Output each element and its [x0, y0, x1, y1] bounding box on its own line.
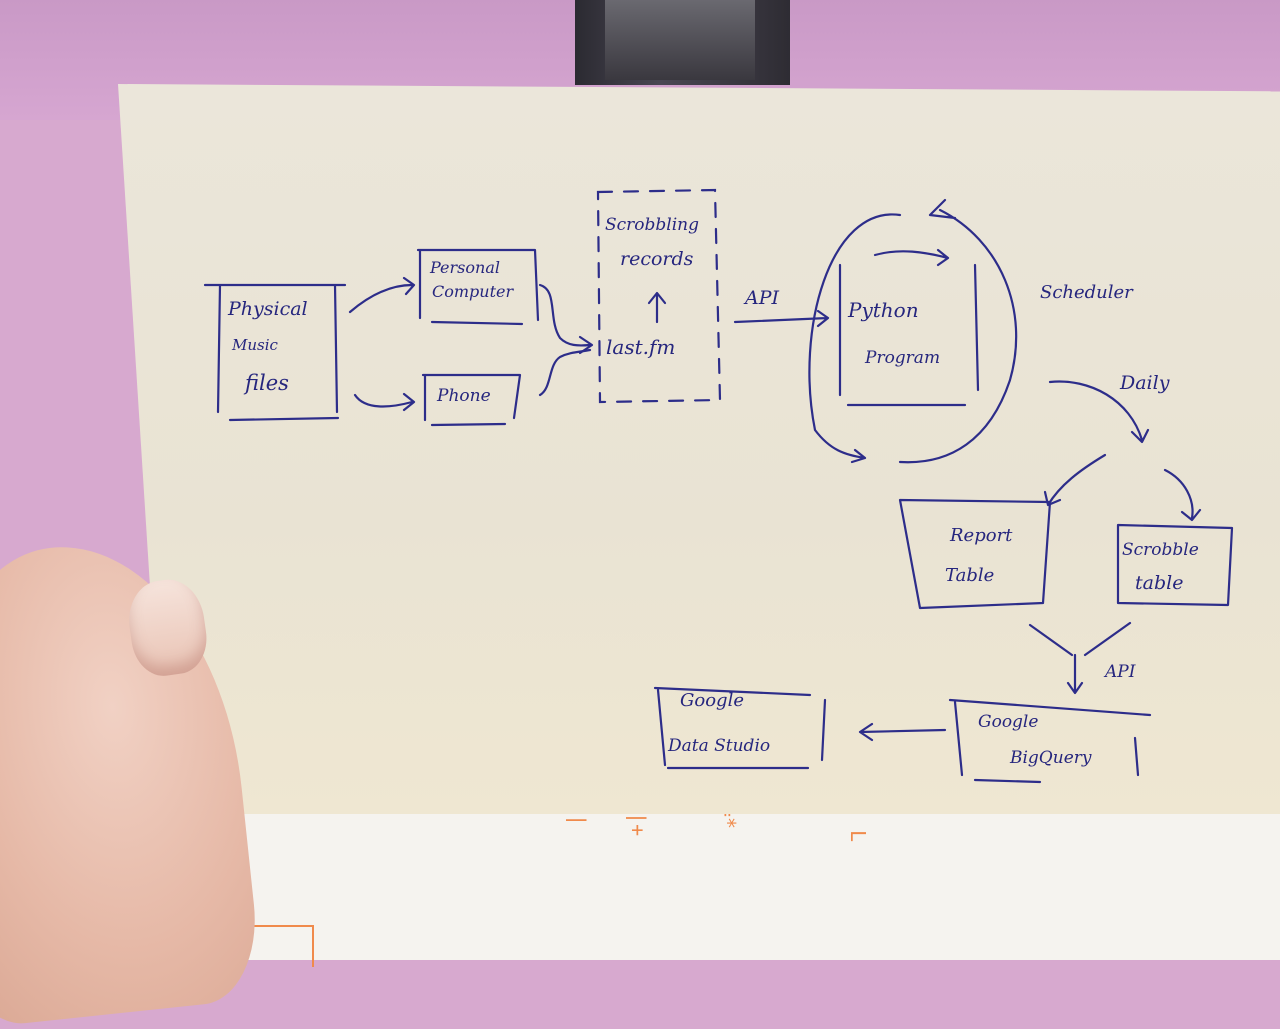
arrow-to-scrobble-table — [1163, 468, 1202, 522]
label-google-bigquery-1: Google — [978, 712, 1039, 732]
arrow-lastfm-to-python — [733, 309, 830, 328]
label-scrobble-table: table — [1135, 572, 1184, 594]
arrow-files-to-computer — [348, 276, 416, 314]
doorway-background — [575, 0, 790, 85]
label-physical: Physical — [228, 298, 308, 320]
arrow-to-report-table — [1043, 453, 1107, 507]
arrow-phone-to-lastfm — [538, 348, 592, 397]
label-report-table: Table — [945, 565, 995, 586]
label-files: files — [245, 371, 289, 395]
label-python: Python — [848, 298, 919, 322]
node-box-physical-music-files — [203, 283, 347, 422]
label-program: Program — [865, 348, 941, 368]
label-personal: Personal — [430, 258, 500, 277]
label-scrobble: Scrobble — [1122, 540, 1199, 560]
label-scheduler: Scheduler — [1040, 282, 1133, 303]
label-api-lastfm: API — [745, 287, 780, 309]
label-computer: Computer — [432, 282, 514, 301]
notebook-page — [130, 795, 1280, 960]
label-report: Report — [950, 525, 1013, 546]
diagram-sketch — [203, 188, 1234, 784]
label-daily: Daily — [1120, 372, 1170, 394]
label-google-datastudio-2: Data Studio — [668, 736, 771, 756]
label-scrobbling: Scrobbling — [605, 215, 699, 235]
node-box-scrobble-table — [1116, 523, 1234, 607]
scheduler-loop — [808, 198, 1018, 464]
node-box-personal-computer — [416, 248, 540, 326]
label-music: Music — [232, 336, 278, 354]
node-box-phone — [421, 373, 522, 427]
node-box-google-data-studio — [653, 686, 827, 770]
arrow-computer-to-lastfm — [538, 283, 594, 355]
label-records: records — [620, 248, 694, 270]
node-box-scrobbling-dashed — [596, 188, 722, 404]
label-phone: Phone — [437, 386, 491, 406]
label-lastfm: last.fm — [606, 335, 676, 359]
arrow-bigquery-to-datastudio — [858, 722, 947, 742]
doorway-interior — [605, 0, 755, 80]
label-google-datastudio-1: Google — [680, 690, 744, 711]
arrow-daily — [1048, 380, 1150, 444]
node-box-google-bigquery — [948, 698, 1152, 784]
label-api-bigquery: API — [1105, 662, 1136, 682]
arrow-lastfm-to-records — [647, 291, 667, 324]
arrow-tables-to-bigquery — [1028, 621, 1132, 695]
paper-card — [118, 84, 1280, 814]
arrow-files-to-phone — [353, 392, 416, 412]
node-box-python-program — [838, 263, 980, 407]
label-google-bigquery-2: BigQuery — [1010, 748, 1092, 768]
node-box-report-table — [898, 498, 1052, 610]
inner-arrow-python — [873, 248, 950, 267]
